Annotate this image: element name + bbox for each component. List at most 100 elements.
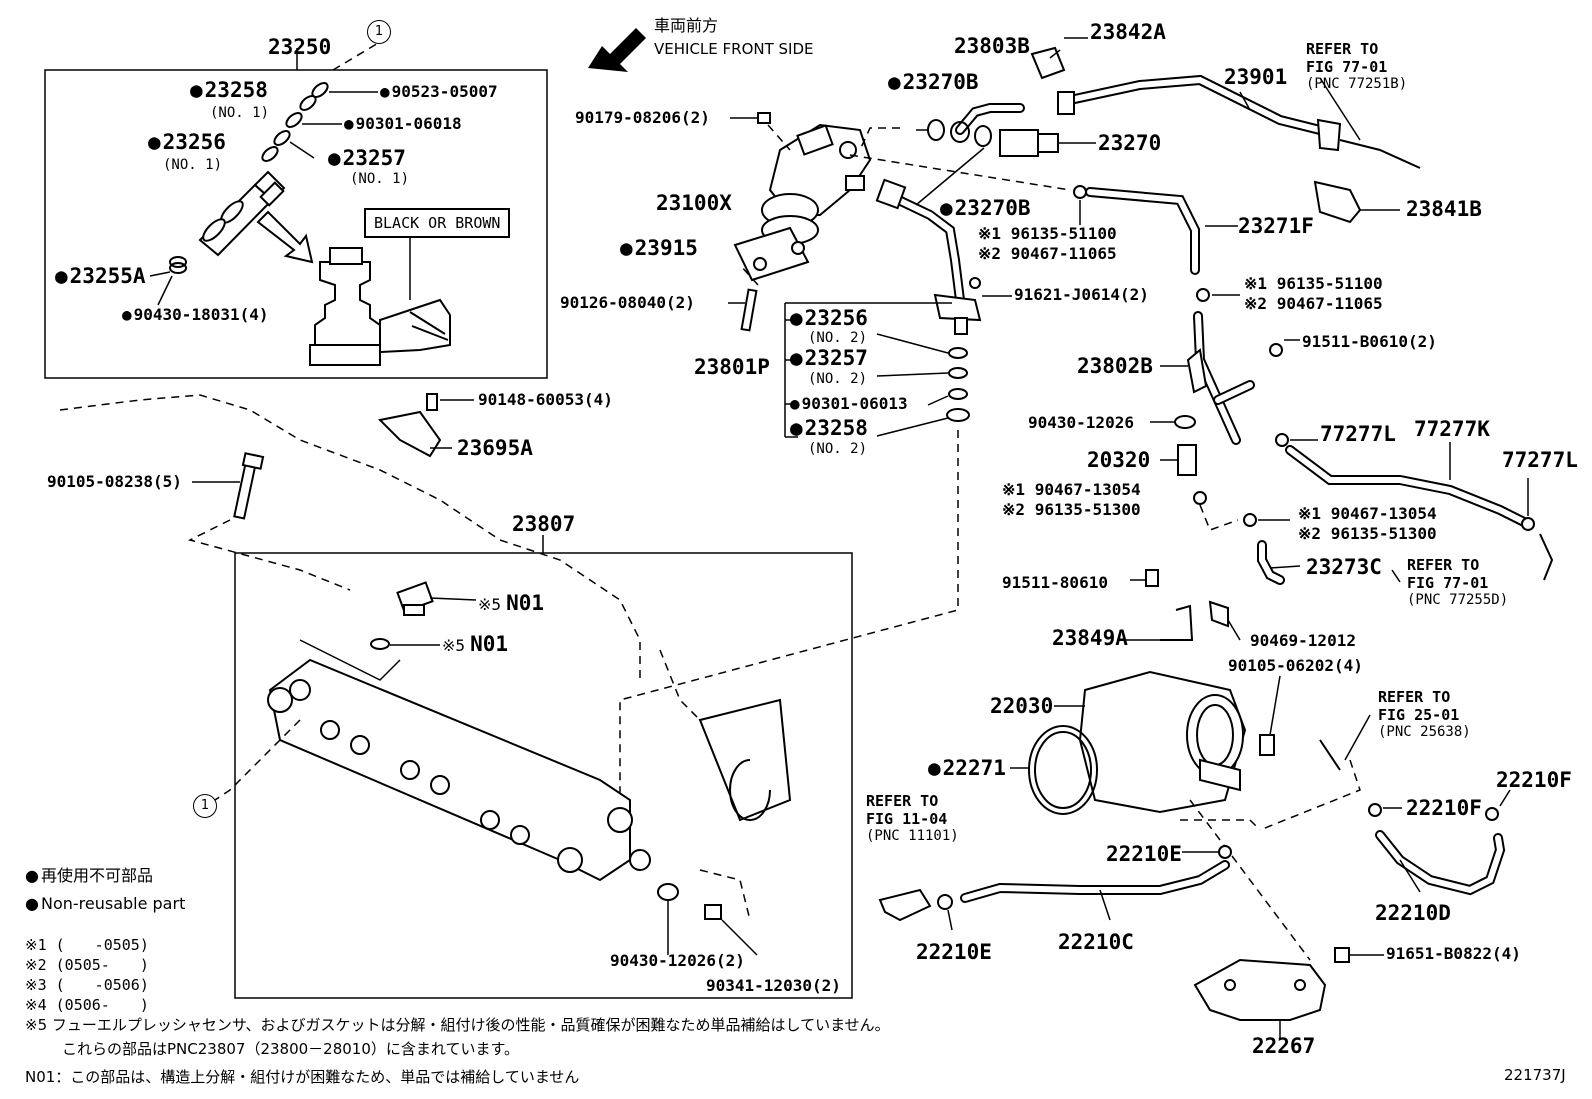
callout-1-rail: 1 [193, 794, 217, 818]
part-label-77277K[interactable]: 77277K [1414, 417, 1490, 441]
part-label-23256-no1[interactable]: 23256 [148, 132, 226, 153]
part-label-90523-05007[interactable]: 90523-05007 [380, 84, 498, 100]
part-label-23270B-a[interactable]: 23270B [888, 72, 979, 93]
part-label-90105-06202[interactable]: 90105-06202(4) [1228, 656, 1363, 675]
refer-block-25638[interactable]: REFER TO FIG 25-01 (PNC 25638) [1378, 688, 1471, 741]
part-label-90148-60053[interactable]: 90148-60053(4) [478, 390, 613, 409]
legend-mark-2: ※2 (0505- ) [25, 956, 149, 974]
part-label-22210E-b[interactable]: 22210E [916, 940, 992, 964]
part-label-90430-12026-2[interactable]: 90430-12026(2) [610, 951, 745, 970]
refer-block-77251B[interactable]: REFER TO FIG 77-01 (PNC 77251B) [1306, 40, 1407, 93]
part-label-90430-12026[interactable]: 90430-12026 [1028, 413, 1134, 432]
refer-pnc-2: (PNC 77255D) [1407, 592, 1509, 608]
part-label-90430-18031[interactable]: 90430-18031(4) [122, 307, 269, 323]
marked-part-1c[interactable]: ※1 90467-13054 [1002, 482, 1141, 498]
legend-mark-3: ※3 ( -0506) [25, 976, 149, 994]
part-label-23801P[interactable]: 23801P [694, 355, 770, 379]
marked-part-1a[interactable]: ※1 96135-51100 [978, 226, 1117, 242]
part-label-23271F[interactable]: 23271F [1238, 214, 1314, 238]
part-label-23849A[interactable]: 23849A [1052, 626, 1128, 650]
part-label-22210F-b[interactable]: 22210F [1496, 768, 1572, 792]
part-label-23807[interactable]: 23807 [512, 512, 576, 536]
part-label-90341-12030[interactable]: 90341-12030(2) [706, 976, 841, 995]
part-label-20320[interactable]: 20320 [1087, 448, 1151, 472]
injector-detail [309, 247, 451, 366]
marked-part-2a[interactable]: ※2 90467-11065 [978, 246, 1117, 262]
part-label-23915[interactable]: 23915 [620, 238, 698, 259]
marked-part-1d[interactable]: ※1 90467-13054 [1298, 506, 1437, 522]
part-label-91511-B0610[interactable]: 91511-B0610(2) [1302, 332, 1437, 351]
part-label-90126-08040[interactable]: 90126-08040(2) [560, 293, 695, 312]
bolt-icon [233, 452, 265, 520]
part-label-23901[interactable]: 23901 [1224, 65, 1288, 89]
part-label-90301-06018[interactable]: 90301-06018 [344, 116, 462, 132]
gasket-label-n01[interactable]: ※5 N01 [442, 634, 508, 655]
part-label-90467-13054-a: 90467-13054 [1034, 480, 1141, 499]
mark-1c: ※1 [1002, 480, 1026, 499]
part-label-90105-08238[interactable]: 90105-08238(5) [47, 472, 182, 491]
part-label-23273C[interactable]: 23273C [1306, 555, 1382, 579]
legend-nonreusable-jp: 再使用不可部品 [25, 868, 153, 884]
part-label-23695A[interactable]: 23695A [457, 436, 533, 460]
part-label-22210D[interactable]: 22210D [1375, 901, 1451, 925]
part-label-n01-a: N01 [506, 591, 545, 615]
part-label-91621-J0614[interactable]: 91621-J0614(2) [1014, 285, 1149, 304]
mark-2d: ※2 [1298, 524, 1322, 543]
part-label-90467-11065-a: 90467-11065 [1010, 244, 1117, 263]
part-label-23257-no1[interactable]: 23257 [328, 148, 406, 169]
part-label-23270B-b[interactable]: 23270B [940, 198, 1031, 219]
marked-part-2d[interactable]: ※2 96135-51300 [1298, 526, 1437, 542]
mark-5b: ※5 [442, 636, 466, 655]
marked-part-1b[interactable]: ※1 96135-51100 [1244, 276, 1383, 292]
part-label-22271[interactable]: 22271 [928, 758, 1006, 779]
refer-block-77255D[interactable]: REFER TO FIG 77-01 (PNC 77255D) [1407, 556, 1508, 609]
part-label-23842A[interactable]: 23842A [1090, 20, 1166, 44]
part-label-91651-B0822[interactable]: 91651-B0822(4) [1386, 944, 1521, 963]
refer-pnc-3: (PNC 25638) [1378, 724, 1471, 740]
part-label-23258-no2[interactable]: 23258 [790, 418, 868, 439]
mark-2b: ※2 [1244, 294, 1268, 313]
refer-block-11101[interactable]: REFER TO FIG 11-04 (PNC 11101) [866, 792, 959, 845]
part-label-90179-08206[interactable]: 90179-08206(2) [575, 108, 710, 127]
direction-jp-label: 車両前方 [654, 16, 719, 35]
part-label-22210E-a[interactable]: 22210E [1106, 842, 1182, 866]
part-label-23100X[interactable]: 23100X [656, 191, 732, 215]
color-note-box: BLACK OR BROWN [364, 208, 511, 238]
mark-2a: ※2 [978, 244, 1002, 263]
refer-title-4: REFER TO [866, 792, 939, 810]
part-label-23250[interactable]: 23250 [268, 35, 332, 59]
part-label-96135-51100-a: 96135-51100 [1010, 224, 1117, 243]
part-label-22210C[interactable]: 22210C [1058, 930, 1134, 954]
part-label-23841B[interactable]: 23841B [1406, 197, 1482, 221]
sensor-label-n01[interactable]: ※5 N01 [478, 593, 544, 614]
part-label-90301-06013[interactable]: 90301-06013 [790, 396, 908, 412]
part-label-23257-no2[interactable]: 23257 [790, 348, 868, 369]
part-label-22210F-a[interactable]: 22210F [1406, 796, 1482, 820]
part-label-77277L-a[interactable]: 77277L [1320, 422, 1396, 446]
legend-nonreusable-en: Non-reusable part [25, 896, 185, 912]
part-sub-23258-no1: (NO. 1) [210, 105, 270, 121]
part-label-77277L-b[interactable]: 77277L [1502, 448, 1578, 472]
direction-en-label: VEHICLE FRONT SIDE [654, 40, 814, 58]
part-label-22030[interactable]: 22030 [990, 694, 1054, 718]
part-label-96135-51300-a: 96135-51300 [1034, 500, 1141, 519]
part-label-23256-no2[interactable]: 23256 [790, 308, 868, 329]
part-label-90467-13054-b: 90467-13054 [1330, 504, 1437, 523]
refer-fig-4: FIG 11-04 [866, 810, 948, 828]
part-label-90469-12012[interactable]: 90469-12012 [1250, 631, 1356, 650]
refer-fig-3: FIG 25-01 [1378, 706, 1460, 724]
part-label-91511-80610[interactable]: 91511-80610 [1002, 573, 1108, 592]
part-label-23803B[interactable]: 23803B [954, 34, 1030, 58]
part-label-22267[interactable]: 22267 [1252, 1034, 1316, 1058]
part-label-23270[interactable]: 23270 [1098, 131, 1162, 155]
part-label-23258-no1[interactable]: 23258 [190, 80, 268, 101]
marked-part-2b[interactable]: ※2 90467-11065 [1244, 296, 1383, 312]
bracket-22267-drawing [1193, 958, 1327, 1021]
marked-part-2c[interactable]: ※2 96135-51300 [1002, 502, 1141, 518]
legend-n01: N01：この部品は、構造上分解・組付けが困難なため、単品では補給していません [25, 1068, 580, 1086]
mark-1a: ※1 [978, 224, 1002, 243]
part-label-23255A[interactable]: 23255A [55, 266, 146, 287]
part-label-23802B[interactable]: 23802B [1077, 354, 1153, 378]
mark-1d: ※1 [1298, 504, 1322, 523]
part-label-96135-51300-b: 96135-51300 [1330, 524, 1437, 543]
